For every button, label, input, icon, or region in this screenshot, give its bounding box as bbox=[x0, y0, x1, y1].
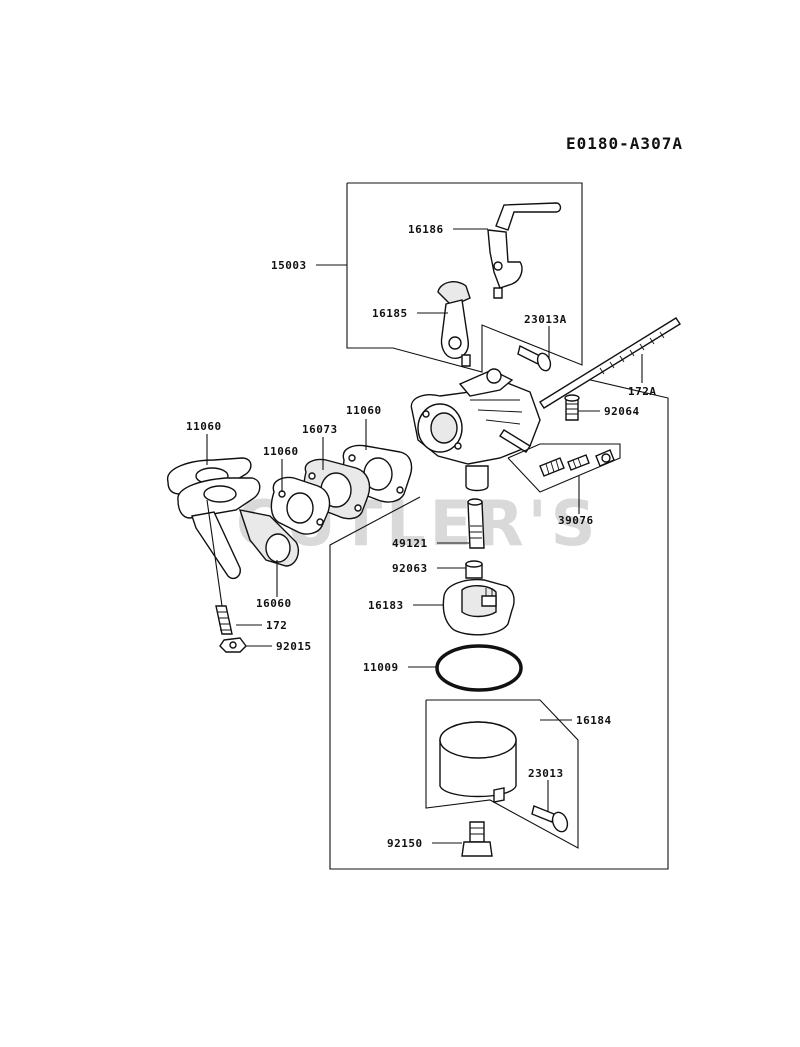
diagram-code: E0180-A307A bbox=[566, 134, 683, 153]
float-chamber-16184 bbox=[439, 721, 517, 803]
label-49121: 49121 bbox=[392, 537, 428, 550]
intake-pipe-16060 bbox=[177, 477, 300, 580]
float-chamber-bracket bbox=[425, 699, 579, 849]
main-nozzle-49121 bbox=[467, 498, 485, 549]
label-15003: 15003 bbox=[271, 259, 307, 272]
assembly-frame-lower bbox=[329, 377, 669, 870]
label-92015: 92015 bbox=[276, 640, 312, 653]
label-39076: 39076 bbox=[558, 514, 594, 527]
label-92064: 92064 bbox=[604, 405, 640, 418]
part-labels: 16186 15003 16185 23013A 172A 92064 1106… bbox=[186, 223, 657, 850]
nut-92015 bbox=[219, 637, 247, 653]
label-172: 172 bbox=[266, 619, 287, 632]
label-16184: 16184 bbox=[576, 714, 612, 727]
throttle-lever bbox=[437, 281, 471, 367]
pilot-jet-92064 bbox=[564, 394, 580, 421]
label-16060: 16060 bbox=[256, 597, 292, 610]
carburetor-body bbox=[410, 368, 541, 492]
label-92150: 92150 bbox=[387, 837, 423, 850]
label-16186: 16186 bbox=[408, 223, 444, 236]
label-11009: 11009 bbox=[363, 661, 399, 674]
adjust-rod-172a bbox=[539, 317, 681, 409]
label-11060-top: 11060 bbox=[186, 420, 222, 433]
label-92063: 92063 bbox=[392, 562, 428, 575]
label-16073: 16073 bbox=[302, 423, 338, 436]
label-16183: 16183 bbox=[368, 599, 404, 612]
label-23013: 23013 bbox=[528, 767, 564, 780]
label-11060-mid: 11060 bbox=[346, 404, 382, 417]
screw-set-bracket bbox=[507, 443, 621, 493]
label-16185: 16185 bbox=[372, 307, 408, 320]
choke-lever bbox=[487, 202, 562, 299]
o-ring-11009 bbox=[435, 644, 523, 692]
leader-lines bbox=[206, 228, 643, 844]
float-16183 bbox=[442, 578, 515, 636]
main-jet-92063 bbox=[465, 560, 483, 579]
screw-23013 bbox=[531, 805, 569, 833]
label-11060-left: 11060 bbox=[263, 445, 299, 458]
label-23013a: 23013A bbox=[524, 313, 567, 326]
assembly-frame-upper bbox=[346, 182, 583, 373]
label-172a: 172A bbox=[628, 385, 657, 398]
gasket-11060-left bbox=[270, 476, 331, 535]
screw-set-39076 bbox=[539, 449, 615, 477]
screw-23013a bbox=[517, 344, 552, 372]
drain-bolt-92150 bbox=[461, 821, 493, 857]
stud-172 bbox=[215, 605, 233, 635]
